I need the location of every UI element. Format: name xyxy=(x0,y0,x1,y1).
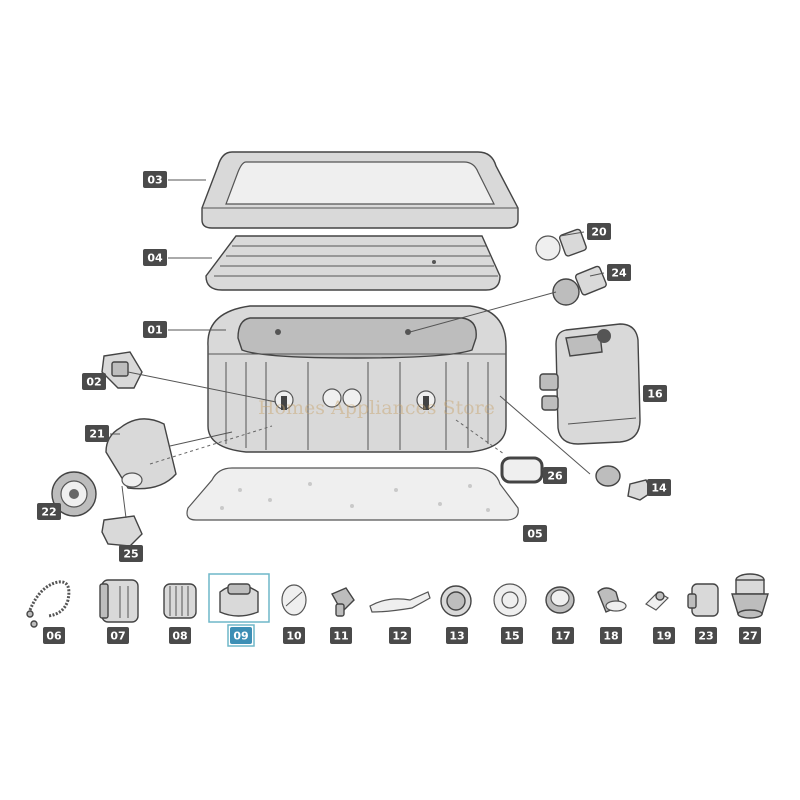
part-10-fitting[interactable] xyxy=(281,584,307,616)
leader-lines xyxy=(110,179,605,519)
part-17-ring[interactable] xyxy=(545,586,575,614)
svg-text:21: 21 xyxy=(89,428,104,441)
label-15: 15 xyxy=(501,627,523,644)
label-17: 17 xyxy=(552,627,574,644)
label-05: 05 xyxy=(523,525,547,542)
part-11-plug[interactable] xyxy=(331,587,355,617)
svg-text:18: 18 xyxy=(603,630,618,643)
valve-connector[interactable] xyxy=(51,471,97,517)
svg-text:07: 07 xyxy=(110,630,125,643)
label-14: 14 xyxy=(647,479,671,496)
svg-text:24: 24 xyxy=(611,267,627,280)
svg-text:16: 16 xyxy=(647,388,663,401)
svg-text:20: 20 xyxy=(591,226,607,239)
part-13-cap[interactable] xyxy=(440,585,472,617)
svg-text:25: 25 xyxy=(123,548,138,561)
label-06: 06 xyxy=(43,627,65,644)
spa-tub[interactable]: Homes Appliances Store xyxy=(207,305,507,453)
svg-text:09: 09 xyxy=(233,630,248,643)
label-02: 02 xyxy=(82,373,106,390)
svg-text:11: 11 xyxy=(333,630,348,643)
svg-text:01: 01 xyxy=(147,324,162,337)
label-19: 19 xyxy=(653,627,675,644)
watermark: Homes Appliances Store xyxy=(258,397,495,419)
svg-text:05: 05 xyxy=(527,528,542,541)
label-04: 04 xyxy=(143,249,167,266)
svg-text:17: 17 xyxy=(555,630,570,643)
svg-text:27: 27 xyxy=(742,630,757,643)
label-12: 12 xyxy=(389,627,411,644)
jet-part-24[interactable] xyxy=(552,265,607,306)
label-01: 01 xyxy=(143,321,167,338)
svg-text:13: 13 xyxy=(449,630,464,643)
label-08: 08 xyxy=(169,627,191,644)
svg-text:26: 26 xyxy=(547,470,563,483)
svg-text:19: 19 xyxy=(656,630,671,643)
spa-cover[interactable] xyxy=(201,151,519,229)
label-21: 21 xyxy=(85,425,109,442)
inflatable-bladder[interactable] xyxy=(205,235,501,291)
label-24: 24 xyxy=(607,264,631,281)
clip-part[interactable] xyxy=(101,515,143,547)
part-06-hose[interactable] xyxy=(26,580,71,628)
pump-unit[interactable] xyxy=(539,323,641,445)
part-27-drain-valve[interactable] xyxy=(731,573,769,619)
label-27: 27 xyxy=(739,627,761,644)
svg-text:14: 14 xyxy=(651,482,667,495)
svg-text:22: 22 xyxy=(41,506,56,519)
label-23: 23 xyxy=(695,627,717,644)
label-25: 25 xyxy=(119,545,143,562)
label-11: 11 xyxy=(330,627,352,644)
label-18: 18 xyxy=(600,627,622,644)
label-07: 07 xyxy=(107,627,129,644)
label-03: 03 xyxy=(143,171,167,188)
label-22: 22 xyxy=(37,503,61,520)
part-15-jet-cover[interactable] xyxy=(493,583,527,617)
valve-dot xyxy=(432,260,436,264)
part-07-filter-cap[interactable] xyxy=(99,579,139,623)
svg-text:10: 10 xyxy=(286,630,302,643)
svg-text:04: 04 xyxy=(147,252,163,265)
mat-texture xyxy=(220,482,490,512)
part-23-valve[interactable] xyxy=(687,583,719,617)
label-09: 09 xyxy=(227,624,255,647)
svg-text:06: 06 xyxy=(46,630,62,643)
svg-text:02: 02 xyxy=(86,376,101,389)
svg-text:23: 23 xyxy=(698,630,713,643)
part-08-filter-cartridge[interactable] xyxy=(163,583,197,619)
filter-housing[interactable] xyxy=(105,418,177,490)
ground-mat[interactable] xyxy=(186,467,519,521)
label-13: 13 xyxy=(446,627,468,644)
svg-text:12: 12 xyxy=(392,630,407,643)
label-26: 26 xyxy=(543,467,567,484)
hose-clamp[interactable] xyxy=(500,456,544,484)
tub-fittings xyxy=(274,329,436,410)
part-18-connector[interactable] xyxy=(597,587,627,613)
svg-text:08: 08 xyxy=(172,630,187,643)
buckle-part[interactable] xyxy=(101,351,143,389)
svg-text:03: 03 xyxy=(147,174,162,187)
jet-part-20[interactable] xyxy=(535,228,587,261)
part-12-strap[interactable] xyxy=(369,591,431,613)
label-10: 10 xyxy=(283,627,305,644)
label-20: 20 xyxy=(587,223,611,240)
part-19-adapter[interactable] xyxy=(645,591,669,611)
tub-ribs xyxy=(225,362,489,450)
part-09-selected-frame[interactable] xyxy=(208,573,270,623)
bottom-part-labels: 06 07 08 09 10 11 12 13 15 17 18 19 23 27 xyxy=(43,624,761,647)
svg-text:15: 15 xyxy=(504,630,519,643)
label-16: 16 xyxy=(643,385,667,402)
valve-key[interactable] xyxy=(595,465,653,501)
